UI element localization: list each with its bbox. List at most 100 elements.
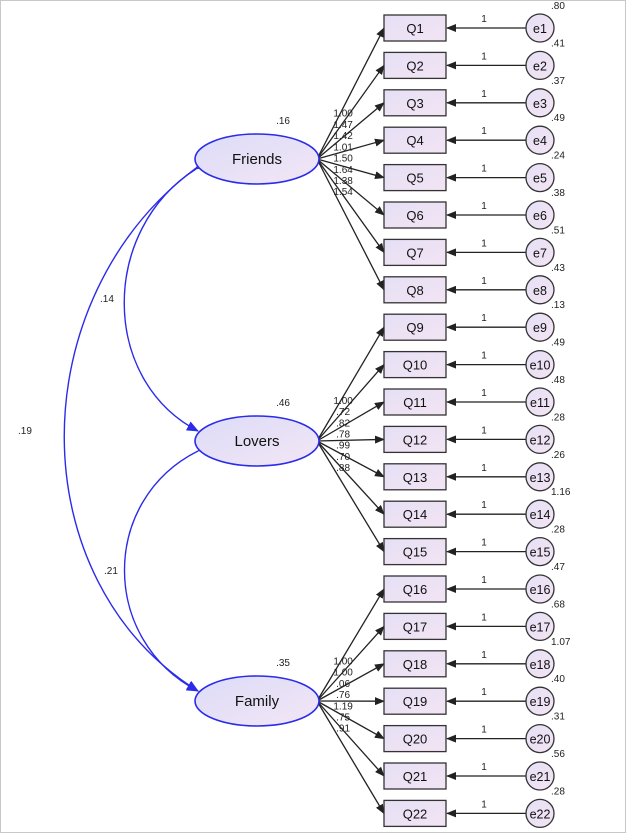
loading-path-q4 — [316, 138, 385, 160]
covariance-arc-lovers-family — [124, 441, 211, 692]
error-variance-e11: .48 — [551, 375, 565, 386]
loading-path-q18 — [316, 663, 385, 702]
observed-label-q5: Q5 — [406, 171, 423, 186]
error-label-e9: e9 — [533, 321, 547, 335]
error-label-e16: e16 — [530, 583, 551, 597]
loading-value-q8: 1.54 — [333, 187, 353, 198]
loading-value-q2: 1.47 — [333, 120, 353, 131]
error-label-e5: e5 — [533, 172, 547, 186]
observed-box-q5 — [383, 163, 447, 192]
loading-path-q6 — [316, 158, 385, 216]
observed-label-q7: Q7 — [406, 245, 423, 260]
error-path-value-e10: 1 — [481, 351, 487, 362]
error-circle-e15 — [525, 536, 555, 567]
observed-label-q20: Q20 — [403, 732, 428, 747]
observed-box-q21 — [383, 762, 447, 790]
error-path-value-e14: 1 — [481, 500, 487, 511]
loading-value-q21: .75 — [336, 713, 350, 724]
error-variance-e9: .13 — [551, 300, 565, 311]
error-label-e20: e20 — [530, 733, 551, 747]
error-variance-e12: .28 — [551, 412, 565, 423]
error-variance-e3: .37 — [551, 76, 565, 87]
loading-value-q22: .91 — [336, 724, 350, 735]
error-circle-e7 — [525, 237, 555, 268]
loading-value-q3: 1.42 — [333, 131, 353, 142]
loading-path-q3 — [316, 102, 385, 160]
loading-path-q5 — [316, 158, 385, 180]
observed-box-q6 — [383, 201, 447, 229]
covariance-value-friends-family: .19 — [18, 426, 32, 437]
observed-box-q18 — [383, 650, 447, 678]
observed-box-q8 — [383, 276, 447, 304]
observed-box-q11 — [383, 388, 447, 416]
observed-box-q1 — [383, 14, 447, 42]
error-variance-e20: .31 — [551, 712, 565, 723]
error-circle-e12 — [525, 424, 555, 455]
error-circle-e3 — [525, 88, 555, 118]
error-variance-e14: 1.16 — [551, 487, 571, 498]
observed-box-q20 — [383, 724, 447, 753]
covariance-arc-friends-family — [63, 157, 208, 692]
observed-box-q10 — [383, 350, 447, 379]
latent-lovers — [194, 415, 320, 467]
observed-box-q14 — [383, 500, 447, 528]
observed-box-q9 — [383, 313, 447, 341]
error-path-value-e2: 1 — [481, 51, 487, 62]
observed-label-q14: Q14 — [403, 507, 428, 522]
path-layer — [316, 24, 526, 818]
error-label-e12: e12 — [530, 433, 551, 447]
observed-label-q17: Q17 — [403, 619, 428, 634]
error-label-e1: e1 — [533, 22, 547, 36]
loading-value-q16: 1.00 — [333, 656, 353, 667]
loading-value-q17: 1.00 — [333, 668, 353, 679]
error-circle-e5 — [525, 162, 555, 193]
error-label-e2: e2 — [533, 59, 547, 73]
error-path-value-e12: 1 — [481, 425, 487, 436]
error-label-e22: e22 — [530, 807, 551, 821]
latent-family — [194, 675, 320, 727]
latent-label-lovers: Lovers — [234, 433, 279, 450]
error-variance-e8: .43 — [551, 263, 565, 274]
loading-value-q7: 1.38 — [333, 176, 353, 187]
observed-label-q3: Q3 — [406, 96, 423, 111]
error-label-e14: e14 — [530, 508, 551, 522]
observed-label-q1: Q1 — [406, 21, 423, 36]
covariance-value-friends-lovers: .14 — [100, 294, 114, 305]
observed-box-q15 — [383, 537, 447, 566]
error-variance-e22: .28 — [551, 786, 565, 797]
error-circle-e13 — [525, 462, 555, 492]
observed-box-q7 — [383, 238, 447, 267]
observed-label-q13: Q13 — [403, 470, 428, 485]
loading-path-q7 — [316, 158, 385, 254]
error-path-value-e8: 1 — [481, 276, 487, 287]
error-circle-e4 — [525, 125, 555, 155]
loading-value-q11: .82 — [336, 418, 350, 429]
error-label-e10: e10 — [530, 359, 551, 373]
error-circle-e16 — [525, 574, 555, 604]
loading-value-q13: .99 — [336, 441, 350, 452]
loading-path-q1 — [316, 27, 385, 160]
loading-path-q22 — [316, 700, 385, 815]
loading-path-q10 — [316, 363, 385, 442]
observed-box-q17 — [383, 612, 447, 641]
error-circle-e18 — [525, 649, 555, 679]
observed-label-q2: Q2 — [406, 58, 423, 73]
error-variance-e17: .68 — [551, 599, 565, 610]
loading-value-q18: .06 — [336, 679, 350, 690]
loading-value-q10: .72 — [336, 407, 350, 418]
loading-value-q20: 1.19 — [333, 701, 353, 712]
latent-variance-lovers: .46 — [276, 398, 290, 409]
observed-label-q22: Q22 — [403, 806, 428, 821]
error-variance-e10: .49 — [551, 338, 565, 349]
observed-box-q19 — [383, 687, 447, 715]
error-variance-e1: .80 — [551, 1, 565, 12]
error-variance-e19: .40 — [551, 674, 565, 685]
error-label-e8: e8 — [533, 284, 547, 298]
observed-label-q19: Q19 — [403, 694, 428, 709]
error-circle-e6 — [525, 200, 555, 230]
error-variance-e5: .24 — [551, 151, 565, 162]
latent-friends — [194, 133, 320, 185]
error-path-value-e3: 1 — [481, 89, 487, 100]
loading-path-q9 — [316, 326, 385, 442]
